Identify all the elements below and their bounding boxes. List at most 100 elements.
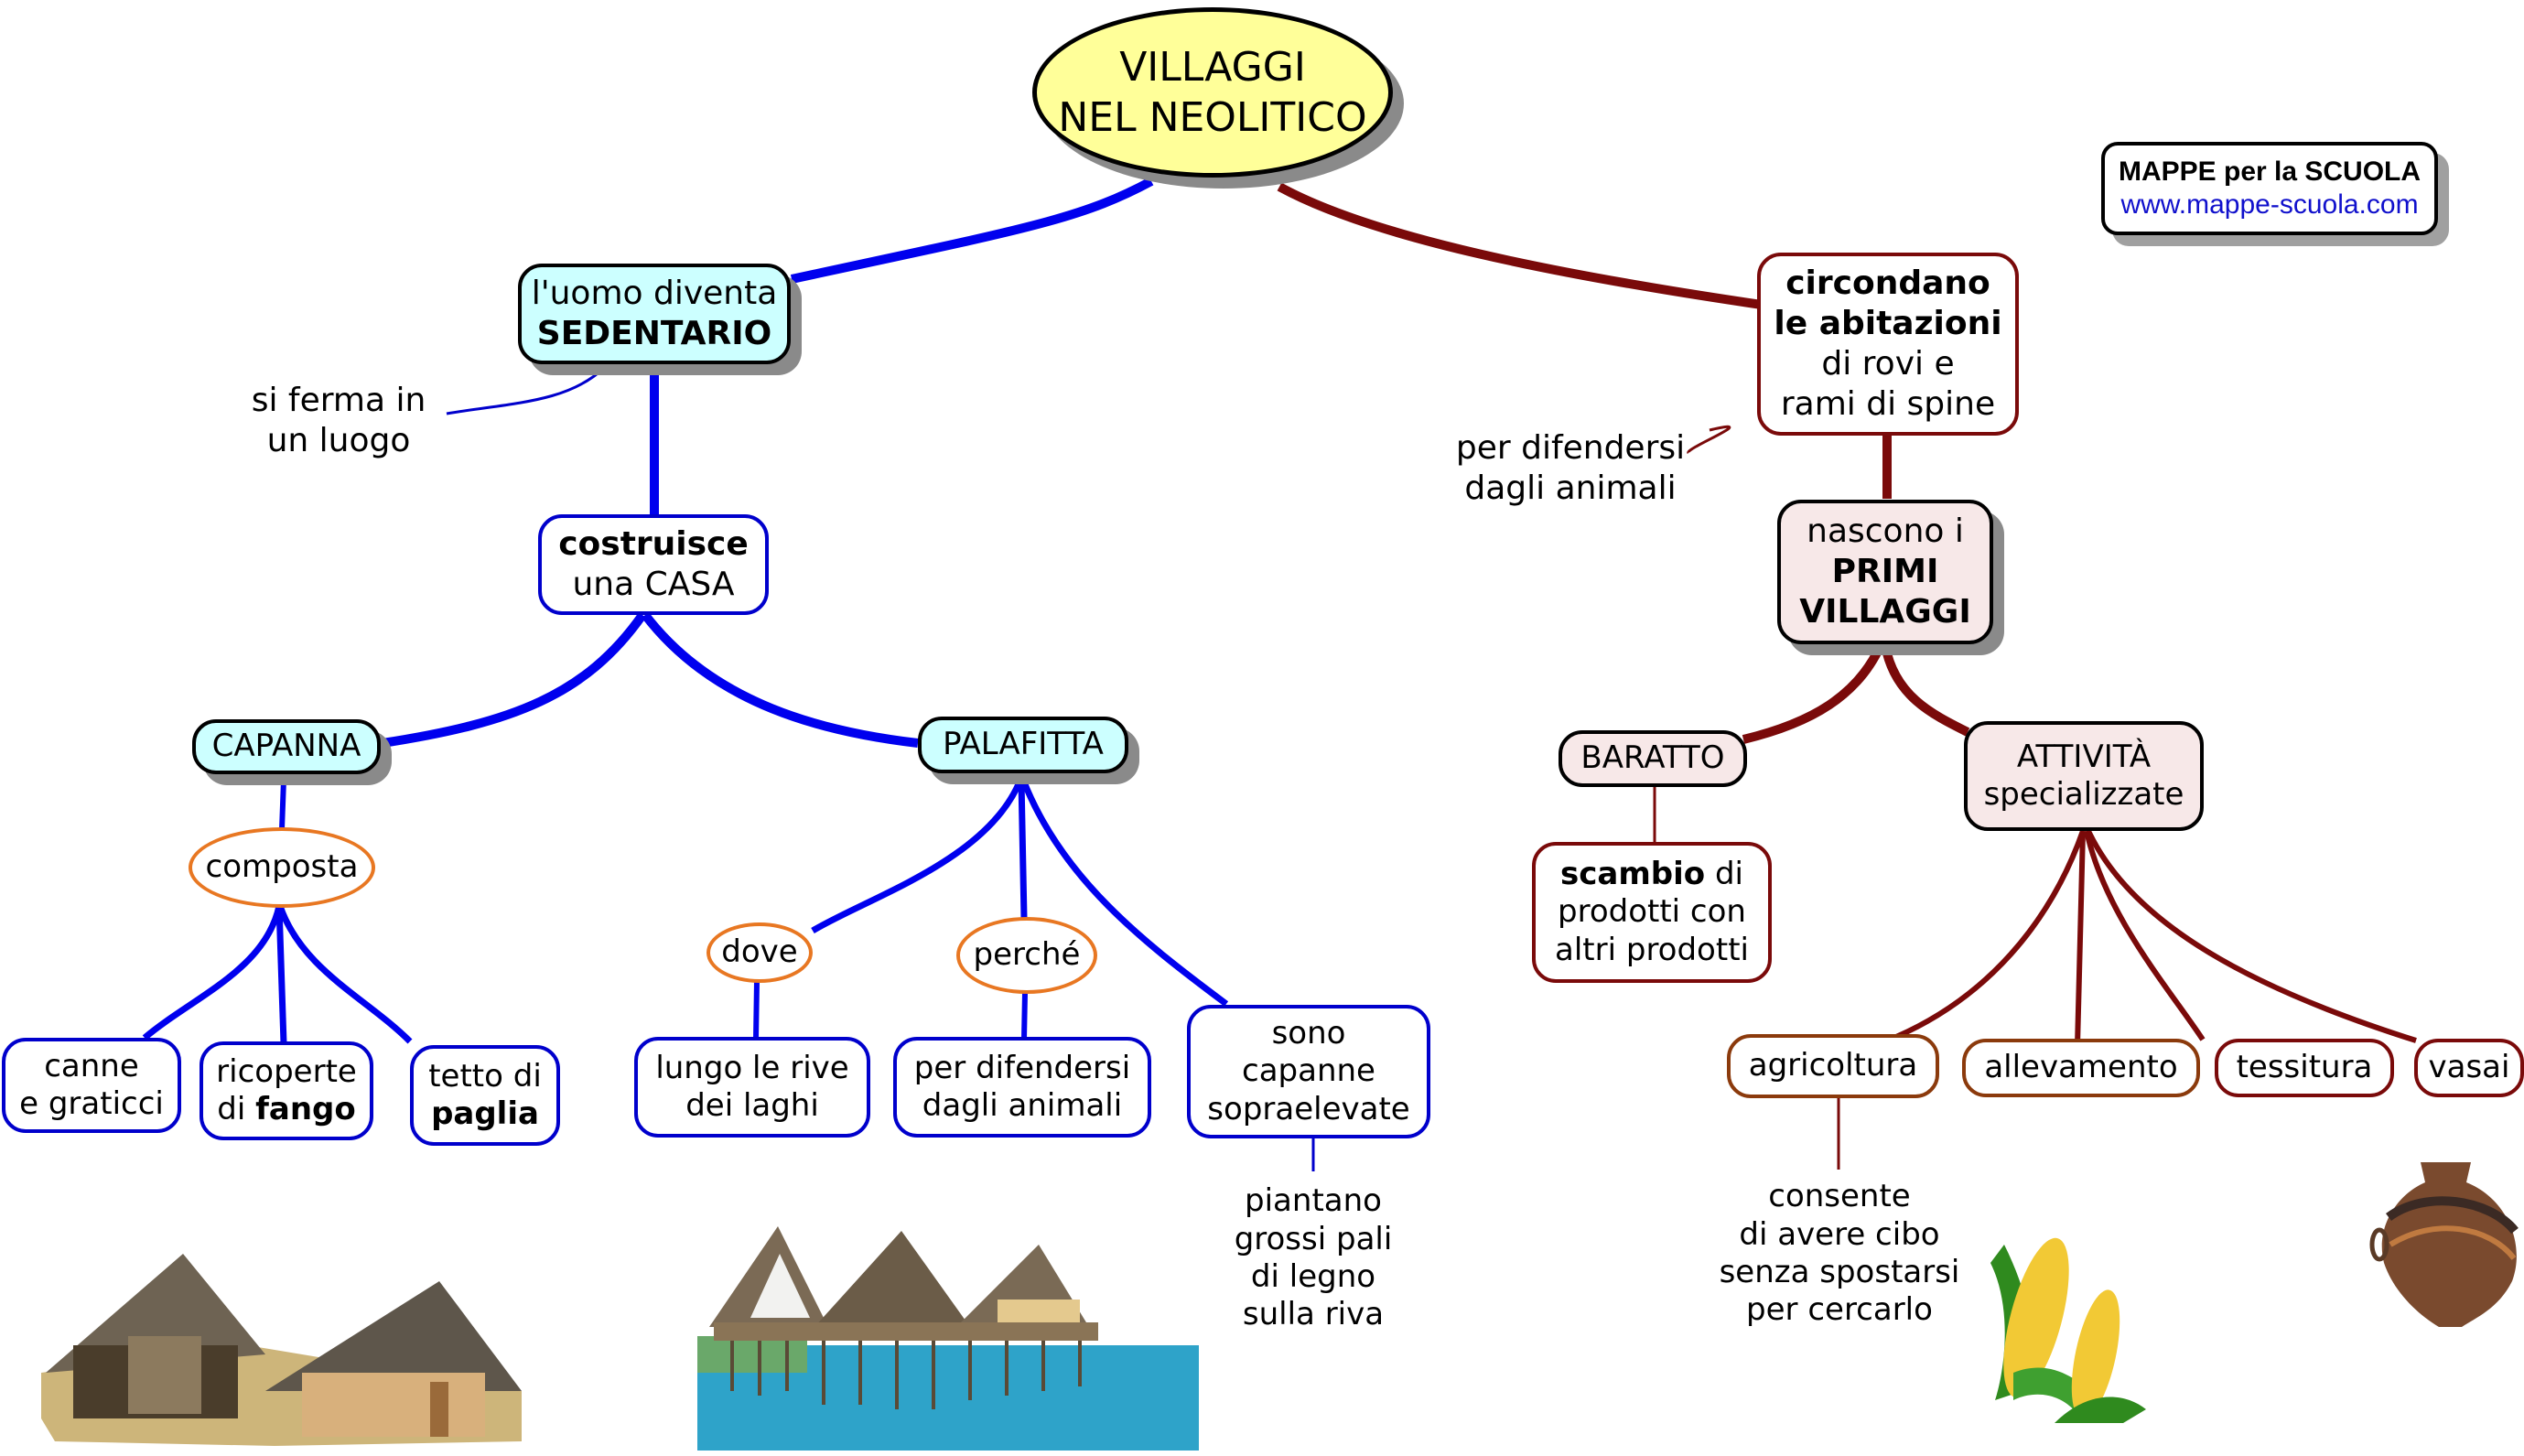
consente-line2: di avere cibo (1739, 1215, 1940, 1253)
circondano-line3: di rovi e (1821, 345, 1955, 383)
node-palafitta[interactable]: PALAFITTA (918, 717, 1128, 773)
edge-attivita-tessitura (2084, 830, 2206, 1041)
edge-palafitta-dove (811, 778, 1024, 934)
tetto-bold: paglia (431, 1095, 539, 1132)
mappe-scuola-logo[interactable]: MAPPE per la SCUOLA www.mappe-scuola.com (2101, 142, 2438, 235)
consente-line4: per cercarlo (1746, 1291, 1933, 1329)
label-consente: consente di avere cibo senza spostarsi p… (1702, 1171, 1977, 1336)
edge-palafitta-perche (1018, 779, 1028, 919)
vasai-label: vasai (2428, 1049, 2510, 1086)
label-si-ferma: si ferma in un luogo (229, 375, 448, 467)
node-ricoperte[interactable]: ricoperte di fango (200, 1041, 373, 1140)
scambio-post: di (1705, 855, 1743, 892)
node-dove[interactable]: dove (707, 922, 813, 983)
node-capanna-label: CAPANNA (211, 728, 361, 765)
edge-title-circondano (1277, 182, 1763, 309)
edge-composta-canne (142, 905, 283, 1041)
edge-palafitta-sono (1019, 778, 1229, 1007)
piantano-line4: sulla riva (1242, 1296, 1385, 1333)
ricoperte-line1: ricoperte (216, 1052, 357, 1090)
node-agricoltura[interactable]: agricoltura (1727, 1034, 1939, 1098)
node-costruisce-bold: costruisce (558, 525, 749, 564)
node-allevamento[interactable]: allevamento (1962, 1039, 2200, 1097)
node-sono-capanne[interactable]: sono capanne sopraelevate (1187, 1005, 1430, 1138)
circondano-bold2: le abitazioni (1774, 305, 2002, 343)
node-scambio[interactable]: scambio di prodotti con altri prodotti (1532, 842, 1772, 983)
node-tetto[interactable]: tetto di paglia (410, 1045, 560, 1146)
node-attivita[interactable]: ATTIVITÀ specializzate (1964, 721, 2204, 831)
edge-dove-lungo (753, 980, 760, 1040)
node-vasai[interactable]: vasai (2414, 1039, 2524, 1097)
label-piantano: piantano grossi pali di legno sulla riva (1217, 1176, 1409, 1341)
si-ferma-line1: si ferma in (251, 382, 426, 420)
corn-image (1990, 1237, 2146, 1423)
node-capanna[interactable]: CAPANNA (192, 719, 381, 774)
edge-composta-ricoperte (275, 905, 287, 1044)
node-sedentario[interactable]: l'uomo diventa SEDENTARIO (518, 264, 791, 364)
node-composta[interactable]: composta (189, 827, 375, 908)
sono-line3: sopraelevate (1207, 1090, 1410, 1127)
consente-line3: senza spostarsi (1719, 1254, 1960, 1290)
tessitura-label: tessitura (2236, 1049, 2373, 1086)
scambio-bold: scambio (1560, 855, 1706, 892)
difendersi-line1: per difendersi (913, 1049, 1131, 1086)
node-dove-label: dove (721, 933, 798, 971)
edge-attivita-agricoltura (1894, 830, 2086, 1040)
piantano-line1: piantano (1245, 1182, 1382, 1220)
attivita-line1: ATTIVITÀ (2016, 738, 2152, 775)
nascono-bold1: PRIMI (1831, 553, 1939, 591)
logo-url-link[interactable]: www.mappe-scuola.com (2120, 189, 2419, 220)
edge-nascono-baratto (1742, 642, 1885, 744)
central-topic-villaggi-neolitico[interactable]: VILLAGGI NEL NEOLITICO (1032, 7, 1393, 178)
sono-line1: sono (1271, 1014, 1346, 1052)
node-circondano[interactable]: circondano le abitazioni di rovi e rami … (1757, 253, 2019, 436)
allevamento-label: allevamento (1984, 1049, 2178, 1086)
title-line2: NEL NEOLITICO (1058, 94, 1367, 141)
piantano-line2: grossi pali (1234, 1220, 1393, 1257)
scambio-line2: prodotti con (1558, 893, 1746, 931)
node-tessitura[interactable]: tessitura (2215, 1039, 2394, 1097)
node-per-difendersi[interactable]: per difendersi dagli animali (893, 1037, 1151, 1138)
edge-composta-tetto (276, 904, 413, 1044)
title-line1: VILLAGGI (1119, 44, 1306, 91)
ricoperte-bold: fango (255, 1091, 356, 1127)
edge-costruisce-capanna (382, 612, 647, 748)
canne-line1: canne (44, 1047, 139, 1084)
circondano-line4: rami di spine (1780, 384, 1996, 423)
scambio-line3: altri prodotti (1555, 931, 1749, 968)
per-difendersi-line2: dagli animali (1464, 469, 1677, 507)
lungo-line1: lungo le rive (655, 1049, 849, 1086)
nascono-bold2: VILLAGGI (1799, 592, 1971, 631)
nascono-text: nascono i (1807, 512, 1964, 551)
edge-attivita-allevamento (2075, 830, 2086, 1047)
edge-sedentario-siferma (446, 366, 606, 415)
huts-image (41, 1254, 522, 1446)
piantano-line3: di legno (1250, 1258, 1376, 1295)
node-canne[interactable]: canne e graticci (2, 1038, 181, 1133)
node-primi-villaggi[interactable]: nascono i PRIMI VILLAGGI (1777, 500, 1993, 644)
logo-title: MAPPE per la SCUOLA (2118, 156, 2422, 187)
node-perche[interactable]: perché (956, 917, 1097, 994)
canne-line2: e graticci (19, 1085, 164, 1122)
label-per-difendersi: per difendersi dagli animali (1451, 423, 1689, 514)
edge-attivita-vasai (2086, 829, 2417, 1043)
ricoperte-line2: di fango (217, 1091, 355, 1128)
node-costruisce[interactable]: costruisce una CASA (538, 514, 769, 615)
difendersi-line2: dagli animali (922, 1087, 1123, 1124)
node-baratto[interactable]: BARATTO (1559, 730, 1747, 787)
stilt-houses-image (697, 1226, 1199, 1451)
consente-line1: consente (1768, 1178, 1911, 1215)
edge-nascono-attivita (1881, 644, 1970, 737)
si-ferma-line2: un luogo (266, 422, 411, 459)
agricoltura-label: agricoltura (1748, 1047, 1918, 1084)
circondano-bold1: circondano (1785, 264, 1990, 303)
scambio-line1: scambio di (1560, 856, 1743, 893)
sono-line2: capanne (1242, 1052, 1375, 1090)
edge-capanna-composta (279, 779, 286, 830)
node-lungo-le-rive[interactable]: lungo le rive dei laghi (634, 1037, 870, 1138)
attivita-line2: specializzate (1983, 776, 2184, 813)
edge-costruisce-palafitta (642, 611, 919, 748)
per-difendersi-line1: per difendersi (1455, 429, 1686, 468)
node-costruisce-text: una CASA (572, 566, 735, 603)
